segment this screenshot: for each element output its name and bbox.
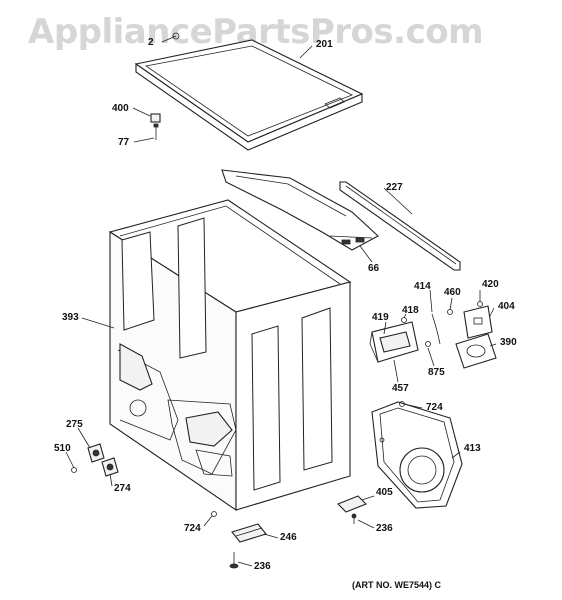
part-724b xyxy=(211,511,217,517)
callout-405: 405 xyxy=(376,487,393,498)
callout-413: 413 xyxy=(464,443,481,454)
callout-420: 420 xyxy=(482,279,499,290)
callout-236b: 236 xyxy=(254,561,271,572)
callout-724b: 724 xyxy=(184,523,201,534)
plate-390 xyxy=(455,333,497,369)
callout-275: 275 xyxy=(66,419,83,430)
callout-274: 274 xyxy=(114,483,131,494)
callout-414: 414 xyxy=(414,281,431,292)
callout-400: 400 xyxy=(112,103,129,114)
callout-246: 246 xyxy=(280,532,297,543)
part-274 xyxy=(101,457,119,477)
callout-2: 2 xyxy=(148,37,154,48)
callout-201: 201 xyxy=(316,39,333,50)
callout-236a: 236 xyxy=(376,523,393,534)
callout-510: 510 xyxy=(54,443,71,454)
bracket-404 xyxy=(463,301,493,339)
wire-414 xyxy=(431,309,453,345)
callout-875: 875 xyxy=(428,367,445,378)
callout-390: 390 xyxy=(500,337,517,348)
part-275 xyxy=(87,443,105,463)
callout-66: 66 xyxy=(368,263,380,274)
art-number: (ART NO. WE7544) C xyxy=(352,580,442,590)
callout-393: 393 xyxy=(62,312,79,323)
callout-418: 418 xyxy=(402,305,419,316)
callout-724a: 724 xyxy=(426,402,443,413)
callout-227: 227 xyxy=(386,182,403,193)
rail-227 xyxy=(339,181,461,271)
callout-419: 419 xyxy=(372,312,389,323)
cabinet-393 xyxy=(108,199,352,512)
leg-246 xyxy=(231,523,267,543)
callout-404: 404 xyxy=(498,301,515,312)
control-bracket-419 xyxy=(369,317,431,363)
leader-lines xyxy=(65,35,497,567)
part-405 xyxy=(337,495,367,524)
front-panel-413 xyxy=(371,401,463,509)
callout-460: 460 xyxy=(444,287,461,298)
part-400-clip xyxy=(150,113,161,140)
callout-457: 457 xyxy=(392,383,409,394)
screw-510 xyxy=(71,467,77,473)
callout-77: 77 xyxy=(118,137,130,148)
screw-236 xyxy=(229,552,239,569)
top-bracket-66 xyxy=(221,169,379,251)
top-panel xyxy=(134,32,364,151)
